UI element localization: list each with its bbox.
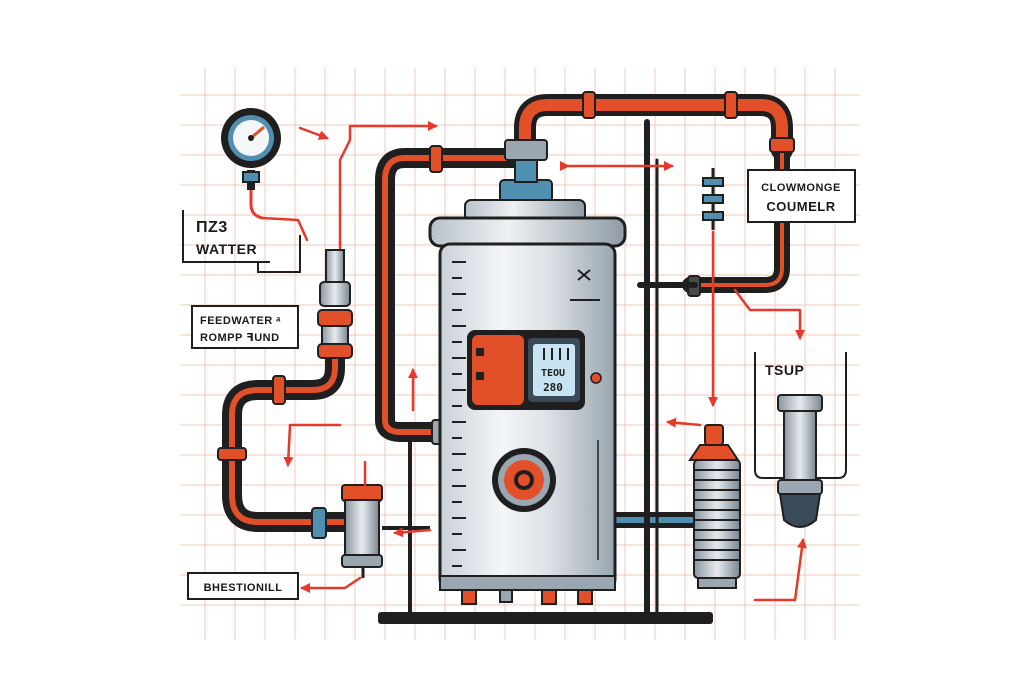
bottom-left-label-box	[187, 572, 299, 600]
arrow-to-exchanger	[666, 417, 702, 428]
inline-valve-icon	[702, 168, 724, 230]
arrow-gauge-line	[260, 216, 309, 242]
feedwater-label-line1: FEEDWATER ᵃ	[200, 315, 281, 327]
water-label-line1: ΠZ3	[196, 219, 228, 236]
arrow-right-down	[733, 288, 805, 340]
right-top-label-line1: CLOWMONGE	[761, 182, 841, 194]
right-top-label-line2: COUMELR	[766, 199, 835, 214]
top-steam-pipe	[514, 94, 793, 161]
arrow-bottom-left	[300, 576, 362, 593]
feedwater-label-box	[191, 305, 299, 349]
tank-base	[378, 589, 713, 624]
feedwater-label-line2: ROMPP ꟻUND	[200, 332, 280, 344]
arrow-top-feed	[338, 121, 438, 250]
tsup-unit-icon	[754, 352, 847, 528]
heat-exchanger-icon	[688, 424, 741, 589]
pipe-couplings	[217, 91, 795, 461]
right-top-label-box	[747, 169, 856, 223]
pressure-gauge-icon	[221, 108, 281, 220]
feedwater-valve-icon	[317, 249, 353, 359]
right-return-pipe	[682, 142, 790, 293]
arrow-tsup-up	[753, 538, 807, 602]
left-riser-pipe	[375, 148, 530, 442]
display-readout-line1: TEOU	[541, 368, 565, 379]
water-label-frame	[182, 210, 301, 273]
control-panel	[467, 330, 602, 410]
burner-port-icon	[492, 448, 556, 512]
flow-arrows	[260, 121, 807, 602]
filter-canister-icon	[311, 484, 430, 578]
display-readout-line2: 280	[543, 381, 563, 394]
water-label-line2: WATTER	[196, 241, 257, 257]
bottom-left-label: BHESTIONILL	[204, 582, 283, 594]
arrow-curve-left	[283, 423, 342, 467]
arrow-gauge-out	[298, 126, 329, 140]
arrow-filter-return	[393, 527, 432, 538]
feedwater-pipe	[222, 345, 355, 532]
tsup-label: TSUP	[765, 362, 804, 378]
